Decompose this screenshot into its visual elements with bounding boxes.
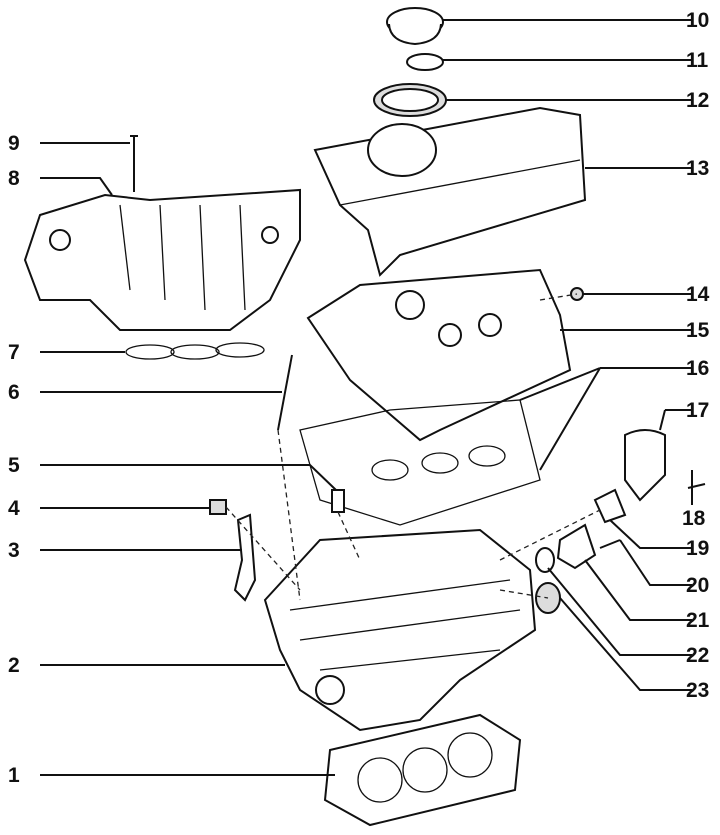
part-gasket-large (373, 83, 447, 117)
part-intake-gaskets (125, 342, 265, 360)
callout-23: 23 (686, 679, 709, 702)
part-bolt-4 (209, 499, 227, 515)
assembly-lines (225, 293, 601, 601)
part-bracket-19 (593, 488, 627, 524)
part-valve-cover (306, 268, 572, 442)
part-sensor-21 (556, 523, 597, 570)
part-bolt-18 (687, 483, 706, 489)
callout-2: 2 (8, 654, 20, 677)
callout-3: 3 (8, 539, 20, 562)
part-valve-cover-gaskets (299, 399, 541, 526)
leader-lines (40, 19, 693, 776)
callout-22: 22 (686, 644, 709, 667)
callout-13: 13 (686, 157, 709, 180)
callout-15: 15 (686, 319, 710, 342)
callout-11: 11 (686, 49, 709, 72)
part-seal-ring (406, 53, 444, 71)
callout-8: 8 (8, 167, 20, 190)
callout-20: 20 (686, 574, 709, 597)
callout-5: 5 (8, 454, 20, 477)
callout-labels: 9 8 7 6 5 4 3 2 1 10 11 12 13 14 15 16 1… (8, 9, 710, 787)
callout-12: 12 (686, 89, 709, 112)
part-bolt-20 (599, 539, 621, 549)
callout-21: 21 (686, 609, 710, 632)
part-oil-filler-cap (386, 7, 444, 46)
callout-14: 14 (686, 283, 710, 306)
callout-18: 18 (682, 507, 706, 530)
part-bracket-3 (233, 513, 257, 602)
part-intake-manifold (23, 188, 301, 331)
callout-17: 17 (686, 399, 709, 422)
part-sleeve-5 (331, 489, 345, 513)
callout-19: 19 (686, 537, 709, 560)
part-cylinder-head (263, 528, 537, 732)
callout-16: 16 (686, 357, 709, 380)
callout-9: 9 (8, 132, 20, 155)
part-bolt-9 (130, 135, 138, 192)
part-housing-17 (624, 429, 666, 502)
callout-6: 6 (8, 381, 20, 404)
part-seal-22 (535, 547, 555, 573)
callout-4: 4 (8, 497, 20, 520)
callout-10: 10 (686, 9, 709, 32)
callout-1: 1 (8, 764, 20, 787)
part-head-gasket (323, 713, 522, 827)
callout-7: 7 (8, 341, 20, 364)
part-engine-cover (313, 106, 587, 277)
part-stud-6 (277, 354, 293, 431)
